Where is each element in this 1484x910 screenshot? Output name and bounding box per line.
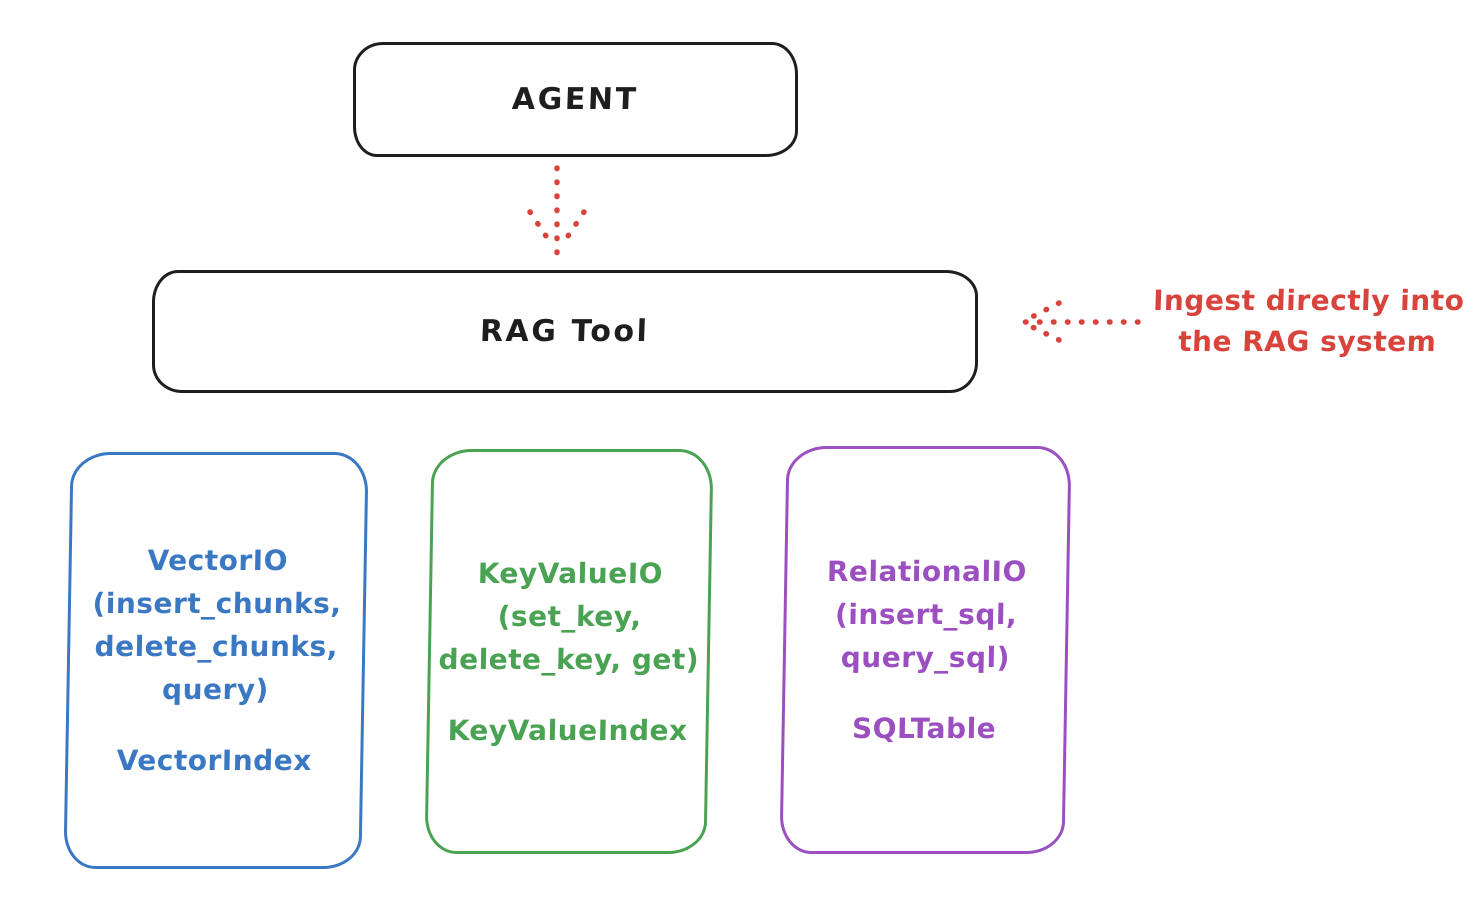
text-line: delete_key, get) — [438, 642, 700, 676]
text-line: delete_chunks, — [94, 630, 339, 663]
text-line: Ingest directly into — [1152, 284, 1465, 317]
vector-io-label: VectorIO (insert_chunks, delete_chunks,que… — [91, 539, 343, 711]
text-line: VectorIO — [147, 544, 289, 577]
text-line: (insert_sql, — [834, 598, 1018, 631]
node-keyvalue-io: KeyValueIO (set_key, delete_key, get) KeyV… — [424, 449, 714, 854]
rag-tool-label: RAG Tool — [479, 314, 651, 349]
annotation-ingest-note: Ingest directly into the RAG system — [1139, 280, 1478, 362]
text-line: KeyValueIO — [477, 556, 664, 590]
node-vector-io: VectorIO (insert_chunks, delete_chunks,que… — [63, 452, 369, 869]
text-line: query) — [161, 673, 270, 706]
arrow-agent-to-rag-icon — [527, 165, 587, 259]
text-line: query_sql) — [840, 641, 1011, 674]
vector-index-label: VectorIndex — [116, 744, 313, 777]
node-relational-io: RelationalIO (insert_sql, query_sql) SQLTa… — [779, 446, 1072, 854]
keyvalue-index-label: KeyValueIndex — [447, 713, 688, 747]
text-line: (set_key, — [497, 599, 642, 633]
sql-table-label: SQLTable — [851, 712, 997, 745]
text-line: (insert_chunks, — [92, 587, 342, 620]
text-line: RelationalIO — [826, 555, 1028, 588]
node-agent: AGENT — [353, 42, 798, 157]
relational-io-label: RelationalIO (insert_sql, query_sql) — [825, 550, 1027, 679]
arrow-annotation-to-rag-icon — [1021, 300, 1141, 343]
agent-label: AGENT — [511, 82, 640, 117]
node-rag-tool: RAG Tool — [152, 270, 978, 393]
keyvalue-io-label: KeyValueIO (set_key, delete_key, get) — [438, 552, 701, 681]
text-line: the RAG system — [1177, 325, 1437, 358]
